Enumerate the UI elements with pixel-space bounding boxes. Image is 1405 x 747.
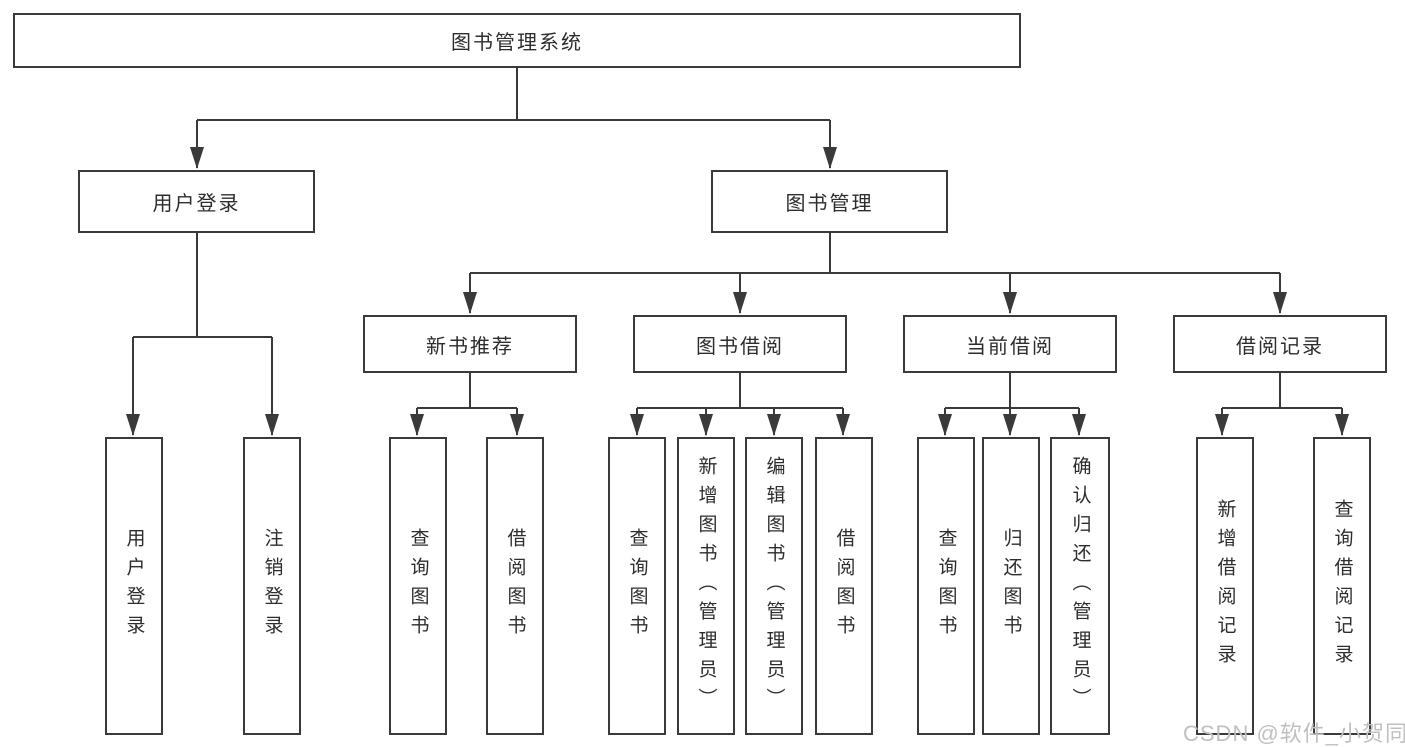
csdn-watermark: CSDN @软件_小贺同学 bbox=[1183, 721, 1405, 746]
node-current-borrow: 当前借阅 bbox=[903, 315, 1117, 373]
leaf-logout: 注销登录 bbox=[243, 437, 301, 735]
leaf-return-books: 归还图书 bbox=[982, 437, 1040, 735]
connector-root-to-level2 bbox=[190, 68, 837, 169]
leaf-borrow-books: 借阅图书 bbox=[815, 437, 873, 735]
leaf-add-borrow-record: 新增借阅记录 bbox=[1196, 437, 1254, 735]
node-library-system: 图书管理系统 bbox=[13, 13, 1021, 68]
leaf-borrow-books-recommend: 借阅图书 bbox=[486, 437, 544, 735]
leaf-confirm-return-admin: 确认归还（管理员） bbox=[1050, 437, 1110, 735]
leaf-query-books-borrow: 查询图书 bbox=[608, 437, 666, 735]
leaf-query-borrow-record: 查询借阅记录 bbox=[1313, 437, 1371, 735]
node-book-management: 图书管理 bbox=[711, 170, 948, 233]
connector-borrow-records-children bbox=[1215, 373, 1349, 436]
connector-book-borrow-children bbox=[630, 373, 850, 436]
connector-user-login-children bbox=[126, 233, 279, 436]
node-new-book-recommend: 新书推荐 bbox=[363, 315, 577, 373]
node-book-borrow: 图书借阅 bbox=[633, 315, 847, 373]
leaf-query-books-recommend: 查询图书 bbox=[389, 437, 447, 735]
leaf-user-login: 用户登录 bbox=[105, 437, 163, 735]
leaf-query-books-current: 查询图书 bbox=[917, 437, 975, 735]
leaf-add-books-admin: 新增图书（管理员） bbox=[677, 437, 735, 735]
leaf-edit-books-admin: 编辑图书（管理员） bbox=[745, 437, 803, 735]
connector-new-book-recommend-children bbox=[410, 373, 524, 436]
connector-book-management-children bbox=[463, 233, 1287, 314]
connector-current-borrow-children bbox=[938, 373, 1086, 436]
node-user-login: 用户登录 bbox=[78, 170, 315, 233]
node-borrow-records: 借阅记录 bbox=[1173, 315, 1387, 373]
